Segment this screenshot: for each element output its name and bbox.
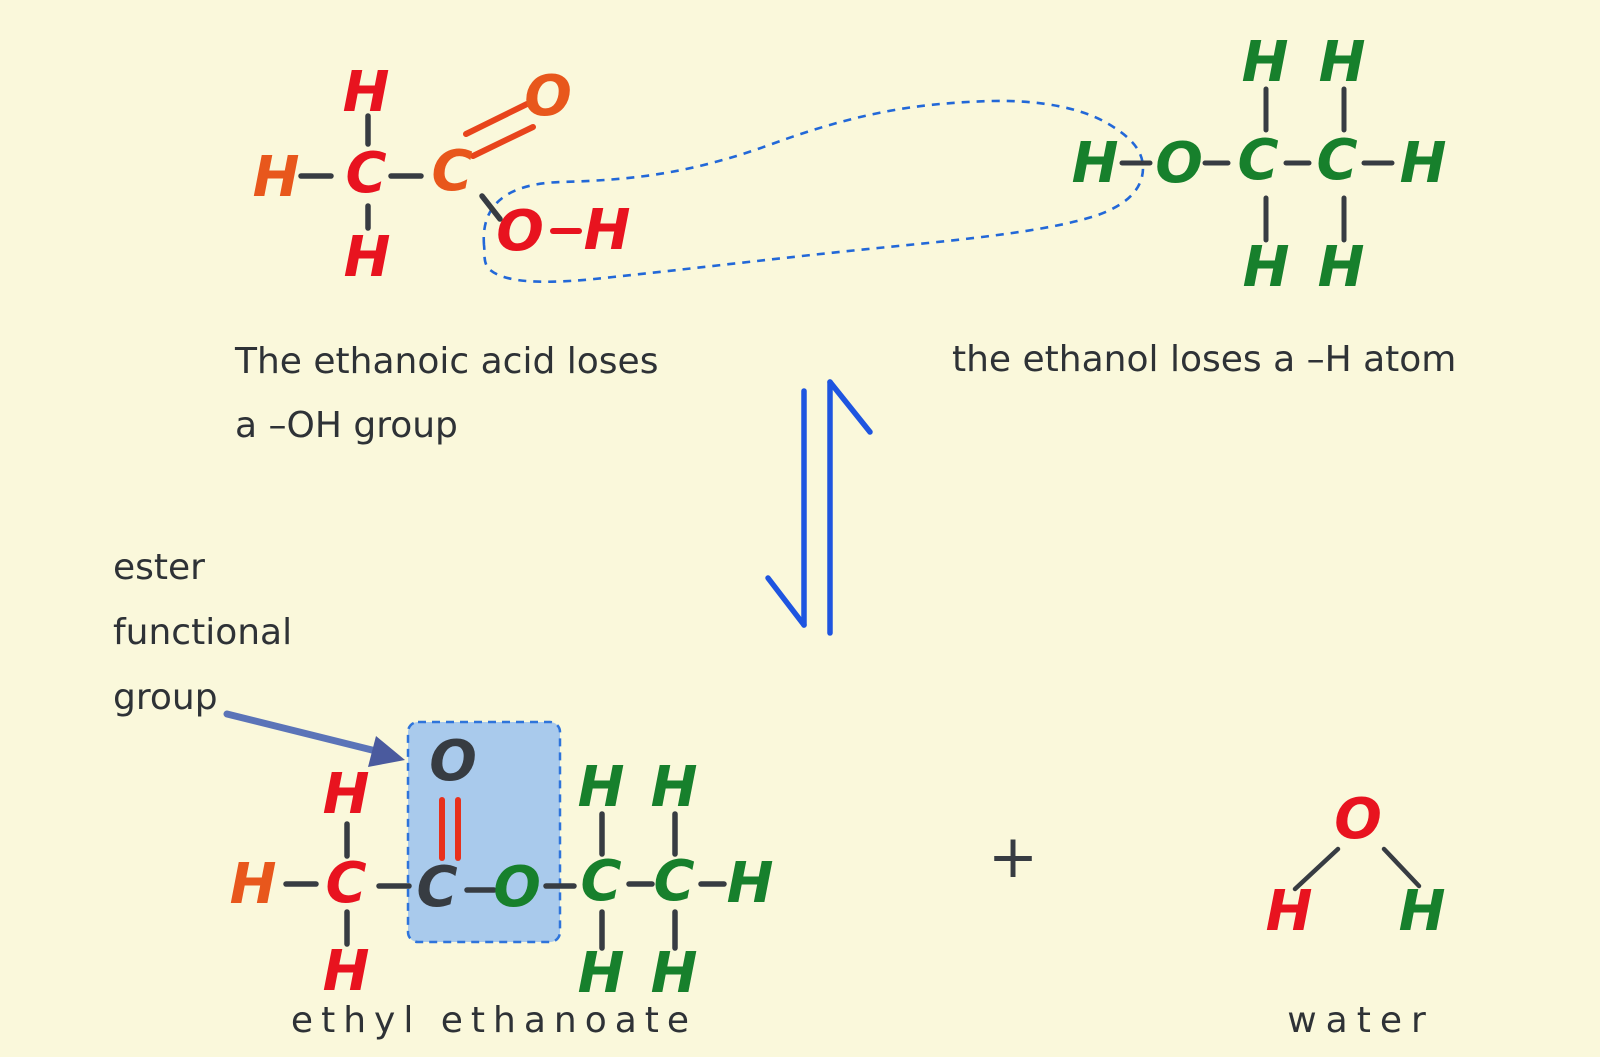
ester-pointer-arrow: [223, 710, 405, 767]
atom-O: O: [493, 855, 541, 920]
ester-functional-group-highlight: [406, 720, 562, 944]
atom-C: C: [580, 849, 622, 914]
atom-C: C: [416, 855, 458, 920]
atom-O: O: [1155, 131, 1203, 196]
ethanol-note: the ethanol loses a –H atom: [952, 339, 1457, 380]
atom-H: H: [1399, 131, 1447, 196]
atom-C: C: [1316, 128, 1358, 193]
atom-H: H: [577, 941, 625, 1006]
water-label: water: [1287, 1000, 1435, 1041]
atom-H: H: [1318, 30, 1366, 95]
atom-O: O: [524, 64, 572, 129]
acid-note: The ethanoic acid loses a –OH group: [235, 330, 658, 458]
plus-sign: +: [987, 822, 1039, 892]
atom-H: H: [1071, 131, 1119, 196]
atom-H: H: [229, 852, 277, 917]
ethyl-ethanoate-bonds: [283, 811, 727, 951]
equilibrium-arrows-icon: [765, 379, 873, 636]
ethyl-ethanoate-label: ethyl ethanoate: [290, 1000, 698, 1041]
water-bonds: [1292, 846, 1422, 892]
atom-C: C: [653, 849, 695, 914]
atom-C: C: [431, 139, 473, 204]
atom-H: H: [577, 755, 625, 820]
ester-note: ester functional group: [113, 535, 292, 730]
atom-H: H: [342, 60, 390, 125]
acid-note-line1: The ethanoic acid loses: [235, 341, 659, 382]
atom-O: O: [1334, 787, 1382, 852]
oh-h-transfer-dashed-loop: [482, 99, 1145, 284]
atom-H: H: [1317, 235, 1365, 300]
atom-H: H: [343, 225, 391, 290]
atom-H: H: [650, 941, 698, 1006]
atom-H: H: [322, 939, 370, 1004]
atom-H: H: [1241, 30, 1289, 95]
ester-note-line2: functional: [113, 612, 293, 653]
acid-note-line2: a –OH group: [235, 405, 458, 446]
acid-carbonyl-double-bond: [463, 101, 536, 159]
atom-H: H: [1398, 879, 1446, 944]
ester-note-line1: ester: [113, 547, 205, 588]
atom-H: H: [252, 145, 300, 210]
ethanol-bonds: [1119, 86, 1395, 243]
atom-H: H: [322, 762, 370, 827]
atom-H: H: [583, 198, 631, 263]
ethanoic-acid-bonds: [298, 113, 503, 231]
atom-H: H: [1265, 879, 1313, 944]
ester-carbonyl-double-bond: [439, 797, 461, 861]
atom-C: C: [1237, 128, 1279, 193]
atom-H: H: [726, 851, 774, 916]
atom-H: H: [1242, 235, 1290, 300]
atom-H: H: [650, 755, 698, 820]
ester-note-line3: group: [113, 677, 218, 718]
atom-O: O: [429, 729, 477, 794]
atom-O: O: [496, 199, 544, 264]
atom-C: C: [325, 851, 367, 916]
atom-C: C: [345, 141, 387, 206]
